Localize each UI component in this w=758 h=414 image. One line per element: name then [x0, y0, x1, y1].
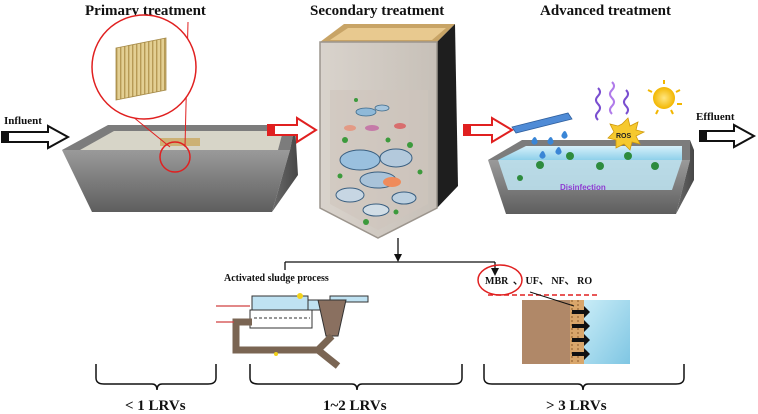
activated-sludge-label: Activated sludge process [224, 273, 329, 284]
influent-label: Influent [4, 115, 42, 127]
activated-sludge-schematic [216, 293, 369, 369]
ros-label: ROS [616, 133, 632, 140]
bar-screen-zoom-callout [91, 14, 197, 173]
secondary-bioreactor [319, 24, 458, 239]
primary-sedimentation-tank [62, 125, 298, 212]
microorganism-cluster [335, 98, 423, 225]
effluent-arrow-icon [699, 123, 757, 149]
disinfection-label: Disinfection [560, 183, 606, 192]
stage-title-secondary: Secondary treatment [310, 3, 444, 19]
flow-arrow-icon [267, 116, 318, 144]
disinfection-tank [488, 140, 694, 214]
ros-burst-icon [607, 117, 646, 151]
brace-secondary [249, 364, 463, 391]
brace-advanced [483, 364, 685, 391]
uv-radiation-icon [595, 81, 629, 121]
flow-arrow-icon [463, 116, 514, 144]
mbr-label: MBR [485, 276, 509, 287]
process-branch-connector [284, 238, 499, 276]
stage-title-primary: Primary treatment [85, 3, 206, 19]
membrane-filtration-illustration [522, 291, 630, 364]
sun-icon [647, 80, 682, 115]
membrane-processes-label: 、 UF、 NF、 RO [513, 276, 592, 287]
influent-arrow-icon [1, 124, 71, 150]
chlorine-dosing-pipe-icon [511, 112, 573, 159]
lrv-secondary: 1~2 LRVs [323, 398, 387, 414]
lrv-advanced: > 3 LRVs [546, 398, 607, 414]
lrv-primary: < 1 LRVs [125, 398, 186, 414]
effluent-label: Effluent [696, 111, 735, 123]
stage-title-advanced: Advanced treatment [540, 3, 671, 19]
brace-primary [95, 364, 217, 391]
